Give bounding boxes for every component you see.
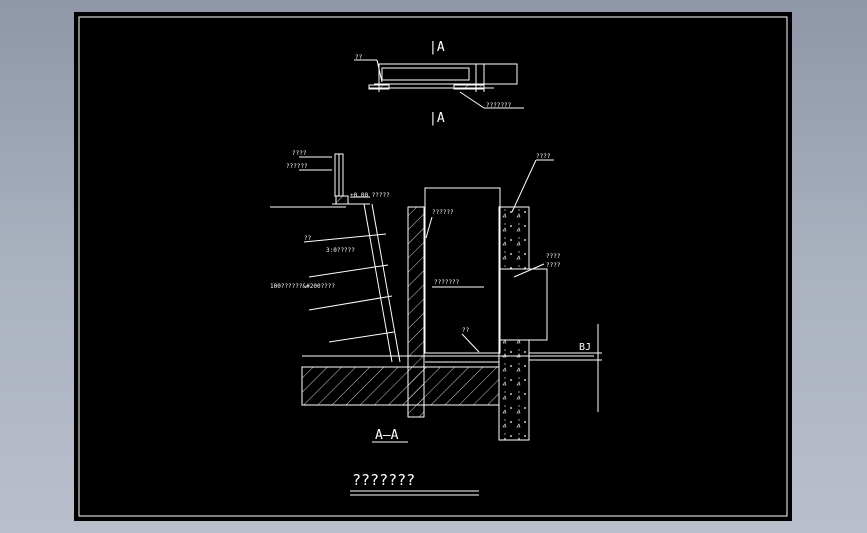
- label-inner: ??????: [432, 209, 454, 216]
- label-slope-1: ??: [304, 235, 312, 242]
- label-slope-2: 3:0?????: [326, 247, 355, 254]
- plan-right-note: ???????: [486, 102, 512, 109]
- section-name: A—A: [375, 428, 399, 443]
- label-rail-top: ????: [292, 150, 307, 157]
- section-detail: [270, 153, 602, 441]
- plan-left-note: ??: [355, 54, 363, 61]
- cad-drawing: ?? ??????? |A |A: [78, 16, 788, 517]
- section-mark-top: |A: [429, 40, 445, 55]
- section-mark-bottom: |A: [429, 111, 445, 126]
- label-wall-right-2: ????: [546, 262, 561, 269]
- plan-detail: [354, 59, 524, 109]
- label-elevation: ±0.00 ?????: [350, 192, 390, 199]
- drawing-border: [78, 16, 788, 517]
- label-slope-3: 100??????&#200????: [270, 283, 335, 290]
- label-wall-top: ????: [536, 153, 551, 160]
- label-mid: ???????: [434, 279, 460, 286]
- label-wall-right-1: ????: [546, 253, 561, 260]
- drawing-title: ???????: [352, 471, 415, 489]
- label-small: ??: [462, 327, 470, 334]
- drawing-canvas: ?? ??????? |A |A: [74, 12, 792, 521]
- label-rail-second: ??????: [286, 163, 308, 170]
- axis-label: BJ: [579, 342, 591, 353]
